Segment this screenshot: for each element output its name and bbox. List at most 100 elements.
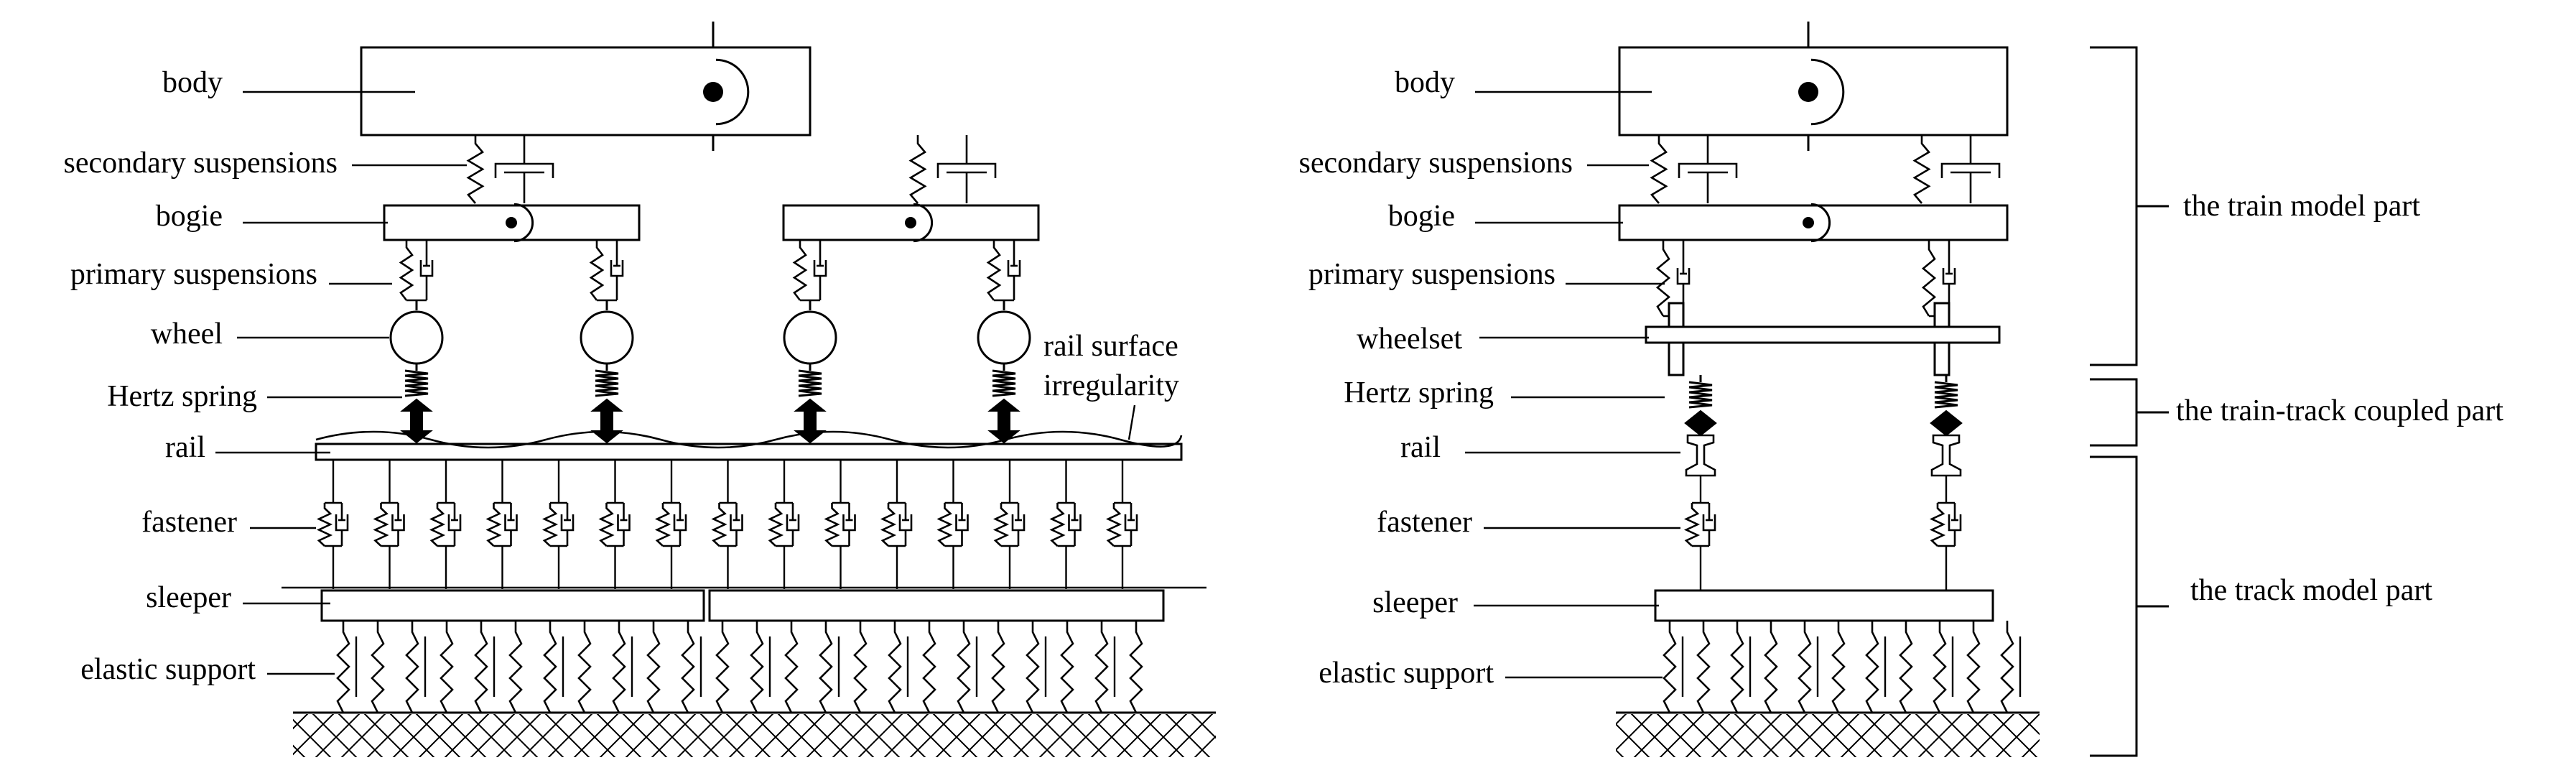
secondary-spring bbox=[1650, 135, 1668, 204]
fastener-unit bbox=[429, 501, 462, 547]
elastic-support-unit bbox=[957, 621, 978, 713]
support-spring bbox=[371, 621, 385, 713]
suspension-spring bbox=[399, 240, 414, 301]
rear-bogie-center bbox=[905, 203, 934, 243]
elastic-support-unit bbox=[1730, 621, 1752, 713]
elastic-support-unit bbox=[1764, 621, 1778, 713]
elastic-support-unit bbox=[405, 621, 427, 713]
suspension-damper bbox=[617, 503, 631, 546]
contact-arrow bbox=[590, 398, 623, 444]
car-body bbox=[360, 46, 812, 136]
support-spring bbox=[1663, 621, 1677, 713]
suspension-spring bbox=[986, 240, 1002, 301]
fastener-unit bbox=[824, 501, 856, 547]
elastic-support-unit bbox=[853, 621, 868, 713]
elastic-support-unit bbox=[440, 621, 454, 713]
suspension-spring bbox=[316, 503, 333, 547]
hertz-spring-contact bbox=[400, 363, 433, 444]
hertz-coil bbox=[798, 389, 822, 397]
elastic-support-unit bbox=[681, 621, 702, 713]
hertz-coil bbox=[595, 384, 619, 392]
hertz-coil bbox=[404, 389, 429, 397]
right-fastener-label: fastener bbox=[1377, 506, 1472, 539]
fastener-unit bbox=[1683, 501, 1716, 547]
support-spring bbox=[922, 621, 936, 713]
secondary-damper-cylinder bbox=[1678, 162, 1738, 178]
support-spring bbox=[1730, 621, 1744, 713]
support-spring bbox=[474, 621, 488, 713]
elastic-support-unit bbox=[750, 621, 771, 713]
suspension-damper bbox=[335, 503, 349, 546]
support-spring bbox=[577, 621, 592, 713]
ground-hatch bbox=[293, 714, 1216, 757]
suspension-damper bbox=[898, 503, 913, 546]
support-spring bbox=[405, 621, 419, 713]
support-spring bbox=[440, 621, 454, 713]
left-sleeper bbox=[320, 589, 705, 622]
rail-section bbox=[1685, 434, 1716, 477]
suspension-damper bbox=[560, 503, 575, 546]
hertz-coil bbox=[1934, 401, 1958, 409]
ground-hatch bbox=[1616, 714, 2040, 757]
left-rail-label: rail bbox=[165, 431, 205, 464]
elastic-support-unit bbox=[577, 621, 592, 713]
support-spring bbox=[2000, 621, 2014, 713]
hertz-coil bbox=[992, 379, 1016, 387]
suspension-spring bbox=[1105, 503, 1122, 547]
hertz-coil bbox=[404, 379, 429, 387]
part-braces bbox=[2090, 46, 2169, 757]
right-bogie-label: bogie bbox=[1388, 200, 1455, 233]
rail-profile bbox=[1930, 434, 1962, 477]
left-primary-suspensions-label: primary suspensions bbox=[70, 258, 317, 291]
hertz-spring-contact bbox=[794, 363, 827, 444]
body-center-mark bbox=[1798, 58, 1845, 126]
suspension-spring bbox=[936, 503, 953, 547]
suspension-spring bbox=[792, 240, 808, 301]
secondary-spring bbox=[1912, 135, 1931, 204]
support-spring bbox=[1899, 621, 1913, 713]
suspension-spring bbox=[992, 503, 1010, 547]
contact-arrow bbox=[1684, 409, 1717, 437]
suspension-spring bbox=[598, 503, 615, 547]
suspension-damper bbox=[447, 503, 462, 546]
secondary-spring bbox=[908, 135, 927, 204]
fastener-unit bbox=[992, 501, 1026, 547]
right-body-label: body bbox=[1395, 66, 1455, 99]
wheel bbox=[783, 310, 837, 365]
track-model-brace bbox=[2090, 455, 2169, 757]
left-full-model bbox=[215, 22, 1216, 757]
wheel bbox=[389, 310, 444, 365]
right-secondary-suspensions-label: secondary suspensions bbox=[1299, 147, 1573, 180]
brace-bracket bbox=[2090, 46, 2138, 366]
right-ground bbox=[1616, 711, 2040, 757]
rotation-arc bbox=[1810, 203, 1831, 243]
fastener-unit bbox=[1105, 501, 1138, 547]
fastener-unit bbox=[767, 501, 800, 547]
right-rail-label: rail bbox=[1400, 431, 1441, 464]
rail-beam bbox=[315, 443, 1183, 461]
rotation-arc bbox=[913, 203, 934, 243]
suspension-spring bbox=[880, 503, 897, 547]
support-spring bbox=[543, 621, 557, 713]
left-secondary-suspensions-label: secondary suspensions bbox=[64, 147, 338, 180]
support-spring bbox=[1933, 621, 1947, 713]
left-elastic-support-label: elastic support bbox=[80, 653, 256, 686]
left-hertz-spring-label: Hertz spring bbox=[107, 380, 257, 413]
fastener-unit bbox=[1049, 501, 1082, 547]
hertz-coil bbox=[1688, 401, 1713, 409]
support-spring bbox=[1831, 621, 1846, 713]
fastener-unit bbox=[373, 501, 405, 547]
contact-arrow bbox=[1930, 409, 1963, 437]
brace-bracket bbox=[2090, 455, 2138, 757]
elastic-support-unit bbox=[1129, 621, 1143, 713]
left-sleeper-label: sleeper bbox=[146, 581, 231, 614]
wheel bbox=[580, 310, 634, 365]
right-sleeper bbox=[708, 589, 1165, 622]
support-spring bbox=[1764, 621, 1778, 713]
suspension-spring bbox=[711, 503, 727, 547]
support-spring bbox=[957, 621, 971, 713]
right-sleeper-label: sleeper bbox=[1372, 586, 1458, 619]
secondary-damper-cylinder bbox=[494, 162, 554, 178]
elastic-support-unit bbox=[646, 621, 661, 713]
